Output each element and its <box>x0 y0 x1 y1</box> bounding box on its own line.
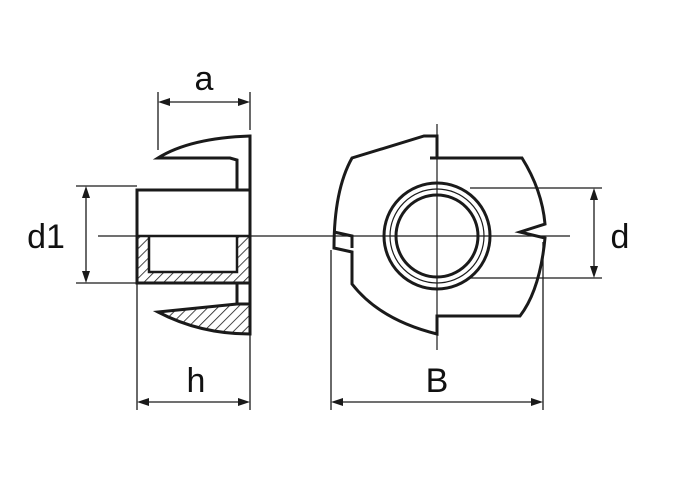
label-d: d <box>611 218 630 256</box>
dimension-h: h <box>136 283 251 410</box>
label-d1: d1 <box>27 218 65 256</box>
dimension-B: B <box>330 242 544 410</box>
label-a: a <box>195 60 214 98</box>
prong-slit-left <box>333 230 354 248</box>
label-B: B <box>426 362 449 400</box>
dimension-a: a <box>157 60 251 150</box>
label-h: h <box>187 362 206 400</box>
prong-slit-top <box>424 134 439 160</box>
flange-outline <box>332 134 547 336</box>
top-prong <box>152 134 252 192</box>
front-view <box>332 134 547 336</box>
barrel-section-hatch <box>135 234 252 285</box>
side-section-view <box>135 134 252 336</box>
dimension-d1: d1 <box>27 185 137 284</box>
bottom-prong-upper <box>158 281 252 306</box>
dimension-d: d <box>470 187 630 279</box>
bottom-prong-section <box>152 302 252 336</box>
